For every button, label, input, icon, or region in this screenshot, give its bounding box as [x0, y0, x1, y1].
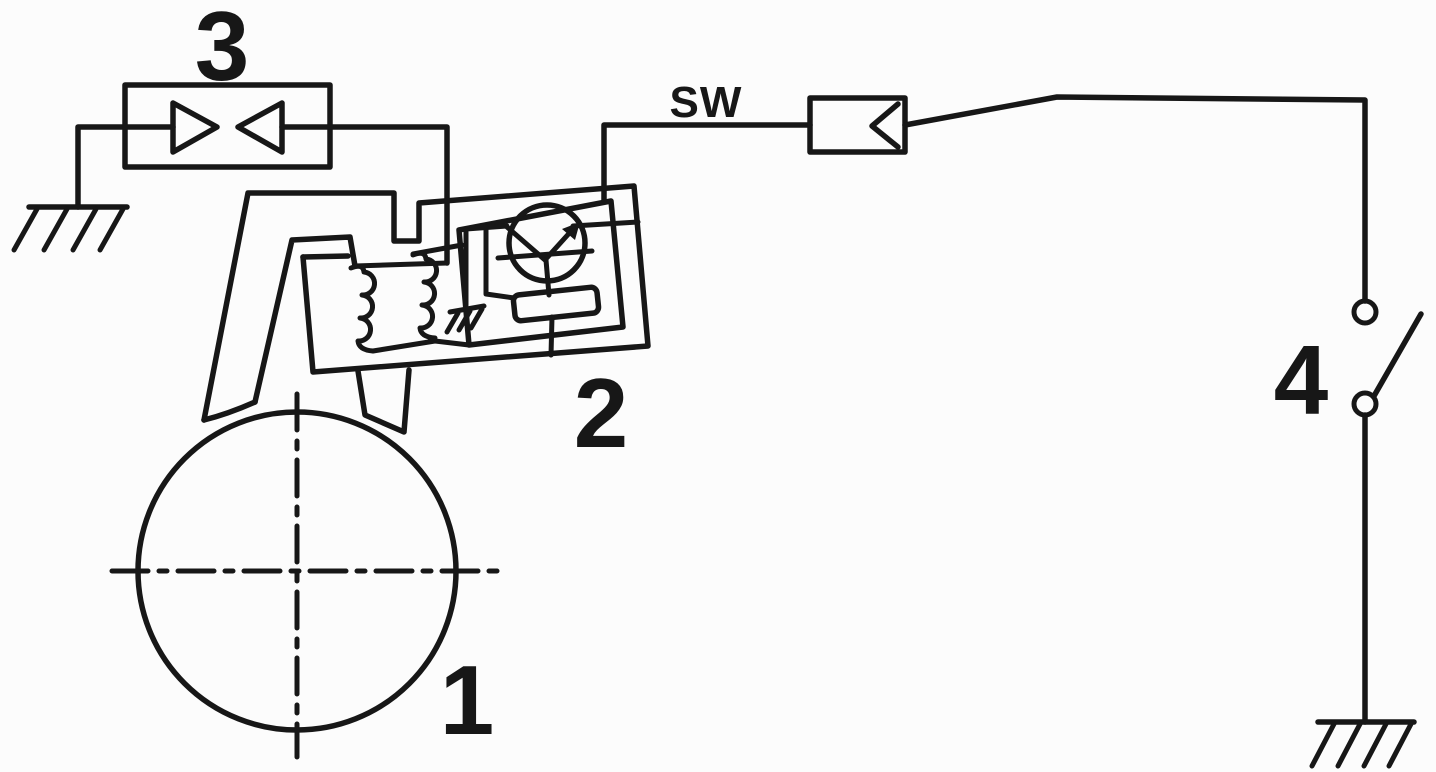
switch-wire-circuit [601, 94, 1368, 304]
resistor-icon [510, 284, 602, 324]
flywheel [109, 391, 510, 760]
label-spark-plug: 3 [195, 0, 250, 101]
label-stop-switch: 4 [1274, 325, 1329, 435]
internal-ground-bar [447, 303, 487, 315]
wire-sw [601, 122, 813, 205]
coil-winding-icon [410, 250, 440, 341]
wire-spark-plug-to-ground [75, 124, 176, 210]
spark-gap-left-electrode-icon [170, 100, 220, 155]
coil-winding-icon [348, 263, 378, 354]
ignition-module [348, 198, 641, 358]
switch-lever-icon [1371, 311, 1424, 399]
wire-spark-plug-to-module [279, 124, 450, 266]
stator-outer-outline [201, 183, 651, 423]
spark-plug-circuit [11, 82, 450, 266]
stator-inner-outline [252, 234, 358, 405]
switch-terminal-top [1351, 298, 1379, 326]
stator-core [201, 183, 651, 435]
stop-switch [1309, 298, 1424, 769]
ground-left-hatch-icon [11, 206, 126, 253]
label-switch-wire: SW [670, 78, 743, 127]
label-flywheel: 1 [440, 645, 495, 755]
label-ignition-unit: 2 [574, 358, 629, 468]
internal-ground-hatch-icon [444, 306, 485, 335]
wire-to-resistor [483, 224, 517, 301]
connector-chevron-icon [869, 101, 901, 150]
transistor-collector-wire [570, 219, 641, 229]
coil-box-top-edge [300, 253, 351, 260]
spark-gap-right-electrode-icon [235, 100, 285, 155]
transistor-base-bar [495, 248, 595, 261]
stator-right-foot [355, 367, 412, 435]
stator-left-foot [201, 399, 258, 423]
coil-bottom-rail [370, 338, 472, 354]
ground-right-hatch-icon [1309, 721, 1414, 769]
wire-resistor-out [548, 314, 555, 358]
wire-connector-to-switch [902, 94, 1368, 304]
